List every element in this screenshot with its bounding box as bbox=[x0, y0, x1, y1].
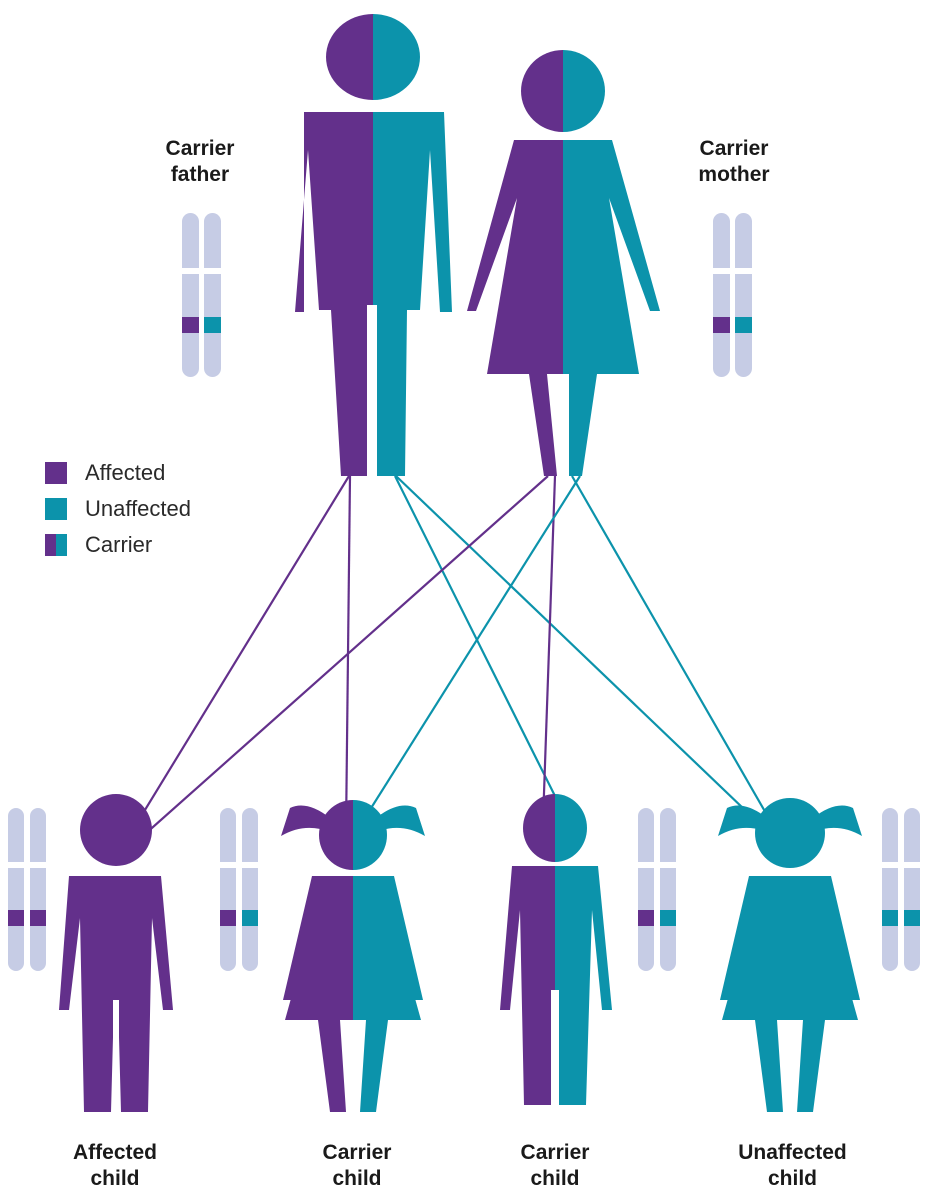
mother-figure bbox=[467, 50, 660, 476]
father-chromosomes bbox=[182, 213, 221, 377]
legend-label-unaffected: Unaffected bbox=[85, 496, 192, 521]
inheritance-lines bbox=[114, 475, 793, 860]
child-1-affected-boy bbox=[59, 794, 173, 1112]
child-1-label: Affected child bbox=[45, 1140, 185, 1192]
child-2-label-line1: Carrier bbox=[322, 1141, 392, 1164]
child-1-label-line1: Affected bbox=[72, 1141, 157, 1164]
child-3-label-line2: child bbox=[530, 1167, 580, 1190]
child-3-carrier-boy bbox=[500, 794, 612, 1105]
legend: Affected Unaffected Carrier bbox=[45, 455, 191, 563]
line-father-unaffected-to-child3 bbox=[394, 475, 569, 823]
line-mother-affected-to-child3 bbox=[541, 475, 557, 823]
legend-label-affected: Affected bbox=[85, 460, 166, 485]
mother-label: Carrier mother bbox=[674, 136, 794, 188]
father-label: Carrier father bbox=[140, 136, 260, 188]
mother-label-line2: mother bbox=[698, 163, 770, 186]
father-label-line2: father bbox=[170, 163, 230, 186]
line-father-affected-to-child1 bbox=[114, 475, 350, 860]
child-2-carrier-girl bbox=[281, 800, 425, 1112]
unaffected-swatch bbox=[45, 498, 67, 520]
child-1-chromosomes bbox=[8, 808, 46, 971]
father-figure bbox=[295, 14, 452, 476]
mother-label-line1: Carrier bbox=[699, 137, 769, 160]
carrier-swatch bbox=[45, 534, 67, 556]
mother-chromosomes bbox=[713, 213, 752, 377]
child-2-label-line2: child bbox=[332, 1167, 382, 1190]
child-2-chromosomes bbox=[220, 808, 258, 971]
child-4-chromosomes bbox=[882, 808, 920, 971]
line-father-unaffected-to-child4 bbox=[395, 475, 793, 856]
child-3-label: Carrier child bbox=[485, 1140, 625, 1192]
child-3-label-line1: Carrier bbox=[520, 1141, 590, 1164]
line-mother-unaffected-to-child4 bbox=[571, 475, 791, 856]
legend-label-carrier: Carrier bbox=[85, 532, 153, 557]
legend-item-affected: Affected bbox=[45, 455, 191, 491]
legend-item-carrier: Carrier bbox=[45, 527, 191, 563]
legend-item-unaffected: Unaffected bbox=[45, 491, 191, 527]
affected-swatch bbox=[45, 462, 67, 484]
child-1-label-line2: child bbox=[90, 1167, 140, 1190]
child-3-chromosomes bbox=[638, 808, 676, 971]
father-label-line1: Carrier bbox=[165, 137, 235, 160]
line-mother-affected-to-child1 bbox=[116, 475, 549, 860]
line-mother-unaffected-to-child2 bbox=[355, 475, 581, 833]
child-4-unaffected-girl bbox=[718, 798, 862, 1112]
child-4-label-line1: Unaffected bbox=[738, 1141, 847, 1164]
child-4-label-line2: child bbox=[767, 1167, 817, 1190]
child-4-label: Unaffected child bbox=[720, 1140, 865, 1192]
child-2-label: Carrier child bbox=[287, 1140, 427, 1192]
